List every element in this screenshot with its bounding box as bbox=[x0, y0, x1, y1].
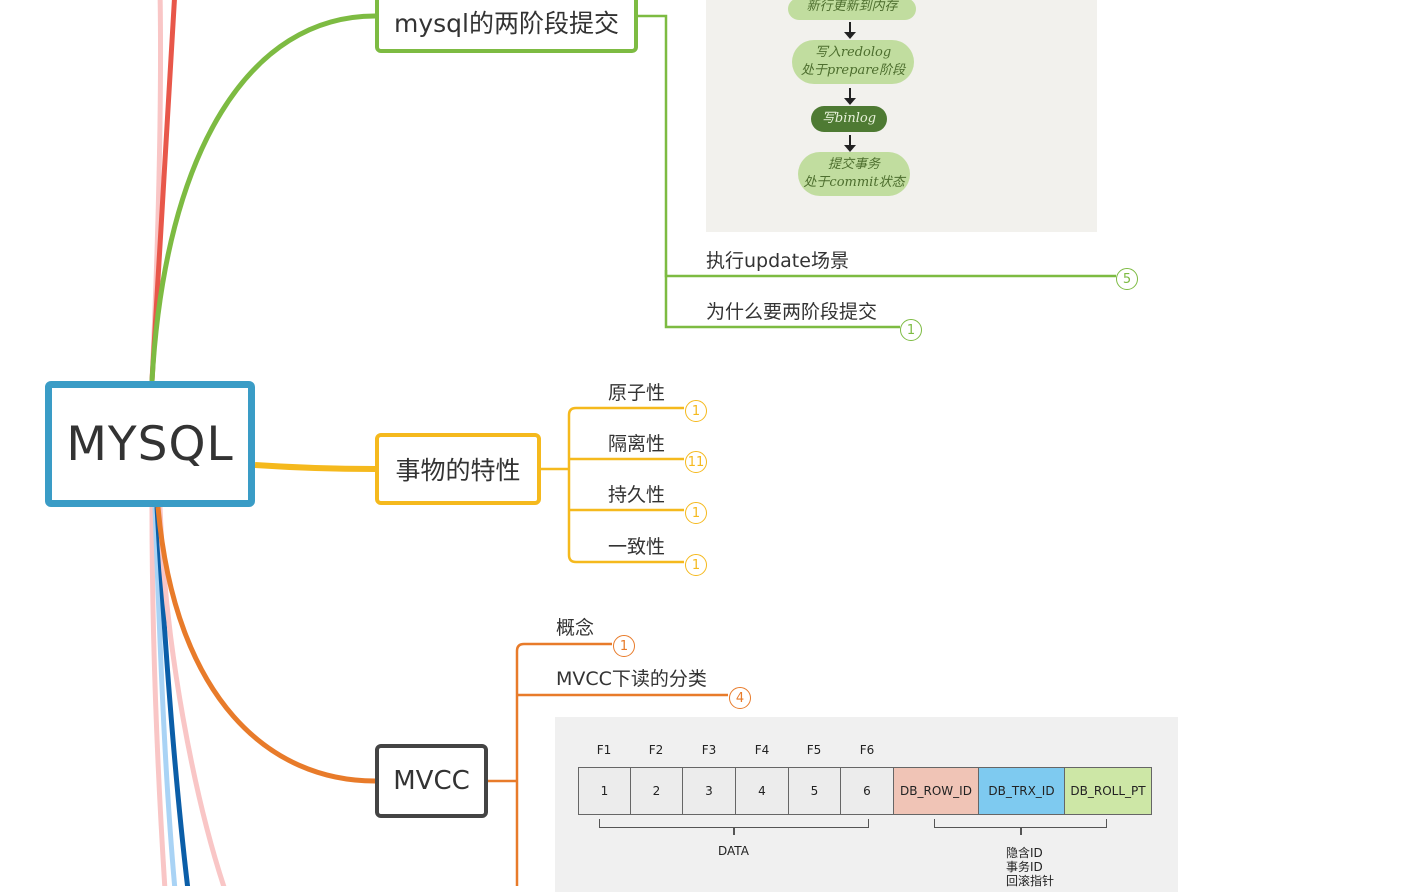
data-cell: 2 bbox=[630, 767, 683, 815]
subtopic-why-two-phase[interactable]: 为什么要两阶段提交 bbox=[706, 301, 878, 323]
subtopic-concept[interactable]: 概念 bbox=[556, 617, 595, 639]
collapsed-count-badge[interactable]: 1 bbox=[613, 635, 635, 657]
column-header: F1 bbox=[596, 743, 612, 757]
hidden-column-row-id: DB_ROW_ID bbox=[893, 767, 979, 815]
collapsed-count-badge[interactable]: 4 bbox=[729, 687, 751, 709]
mvcc-row-structure-image: F1 F2 F3 F4 F5 F6 1 2 3 4 5 6 DB_ROW_ID … bbox=[555, 717, 1178, 892]
data-caption: DATA bbox=[718, 844, 749, 858]
collapsed-count-badge[interactable]: 5 bbox=[1116, 268, 1138, 290]
column-header: F3 bbox=[701, 743, 717, 757]
collapsed-count-badge[interactable]: 11 bbox=[685, 451, 707, 473]
flow-step-update-memory: 新行更新到内存 bbox=[788, 0, 916, 20]
data-cell: 4 bbox=[735, 767, 789, 815]
hidden-column-trx-id: DB_TRX_ID bbox=[978, 767, 1065, 815]
flow-arrow bbox=[844, 22, 856, 39]
subtopic-update-scenario[interactable]: 执行update场景 bbox=[706, 250, 849, 272]
column-header: F5 bbox=[806, 743, 822, 757]
topic-transaction-properties[interactable]: 事物的特性 bbox=[375, 433, 541, 505]
data-cell: 5 bbox=[788, 767, 841, 815]
hidden-caption-row-id: 隐含ID bbox=[1006, 846, 1043, 860]
topic-label: 事物的特性 bbox=[395, 456, 521, 485]
collapsed-count-badge[interactable]: 1 bbox=[685, 502, 707, 524]
collapsed-count-badge[interactable]: 1 bbox=[900, 319, 922, 341]
topic-mvcc[interactable]: MVCC bbox=[375, 744, 488, 818]
root-topic[interactable]: MYSQL bbox=[45, 381, 255, 507]
hidden-caption-trx-id: 事务ID bbox=[1006, 860, 1043, 874]
hidden-column-roll-pt: DB_ROLL_PT bbox=[1064, 767, 1152, 815]
column-header: F2 bbox=[648, 743, 664, 757]
column-header: F4 bbox=[754, 743, 770, 757]
column-header: F6 bbox=[859, 743, 875, 757]
flow-step-commit: 提交事务处于commit状态 bbox=[798, 152, 910, 196]
flow-arrow bbox=[844, 135, 856, 152]
subtopic-atomicity[interactable]: 原子性 bbox=[608, 382, 666, 404]
data-brace-tip bbox=[733, 827, 735, 835]
hidden-caption-roll-pt: 回滚指针 bbox=[1006, 874, 1055, 888]
topic-label: MVCC bbox=[393, 766, 470, 796]
data-cell: 1 bbox=[578, 767, 631, 815]
data-cell: 6 bbox=[840, 767, 894, 815]
subtopic-durability[interactable]: 持久性 bbox=[608, 484, 666, 506]
topic-two-phase-commit[interactable]: mysql的两阶段提交 bbox=[375, 0, 638, 53]
data-cell: 3 bbox=[682, 767, 736, 815]
topic-label: mysql的两阶段提交 bbox=[394, 8, 619, 38]
flow-arrow bbox=[844, 88, 856, 105]
subtopic-isolation[interactable]: 隔离性 bbox=[608, 433, 666, 455]
root-label: MYSQL bbox=[66, 416, 234, 472]
collapsed-count-badge[interactable]: 1 bbox=[685, 400, 707, 422]
collapsed-count-badge[interactable]: 1 bbox=[685, 554, 707, 576]
subtopic-consistency[interactable]: 一致性 bbox=[608, 536, 666, 558]
hidden-brace-tip bbox=[1020, 827, 1022, 835]
subtopic-mvcc-read-types[interactable]: MVCC下读的分类 bbox=[556, 668, 707, 690]
flow-step-write-binlog: 写binlog bbox=[811, 106, 887, 132]
